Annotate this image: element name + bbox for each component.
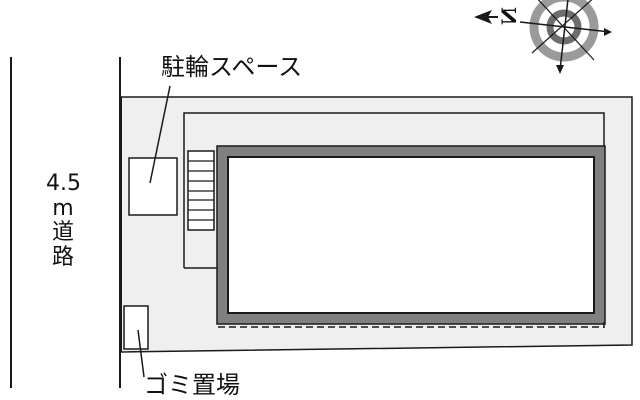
- stairs: [187, 150, 215, 231]
- road-width: 4.5: [46, 171, 81, 196]
- bicycle-parking-leader: [149, 85, 171, 184]
- corridor-outline: [183, 112, 605, 268]
- north-arrow-icon: [474, 10, 492, 24]
- road-unit: m: [52, 195, 74, 221]
- road-name-1: 道: [51, 220, 74, 246]
- garbage-area: [123, 305, 149, 350]
- road-label: 4.5 m 道 路: [46, 171, 81, 271]
- road-name-2: 路: [51, 244, 74, 270]
- compass-north-label: N: [497, 6, 522, 26]
- bicycle-parking-label: 駐輪スペース: [161, 53, 303, 81]
- garbage-area-label: ゴミ置場: [144, 371, 240, 399]
- building-interior: [227, 156, 595, 314]
- compass: [474, 0, 612, 74]
- garbage-area-leader: [137, 329, 145, 378]
